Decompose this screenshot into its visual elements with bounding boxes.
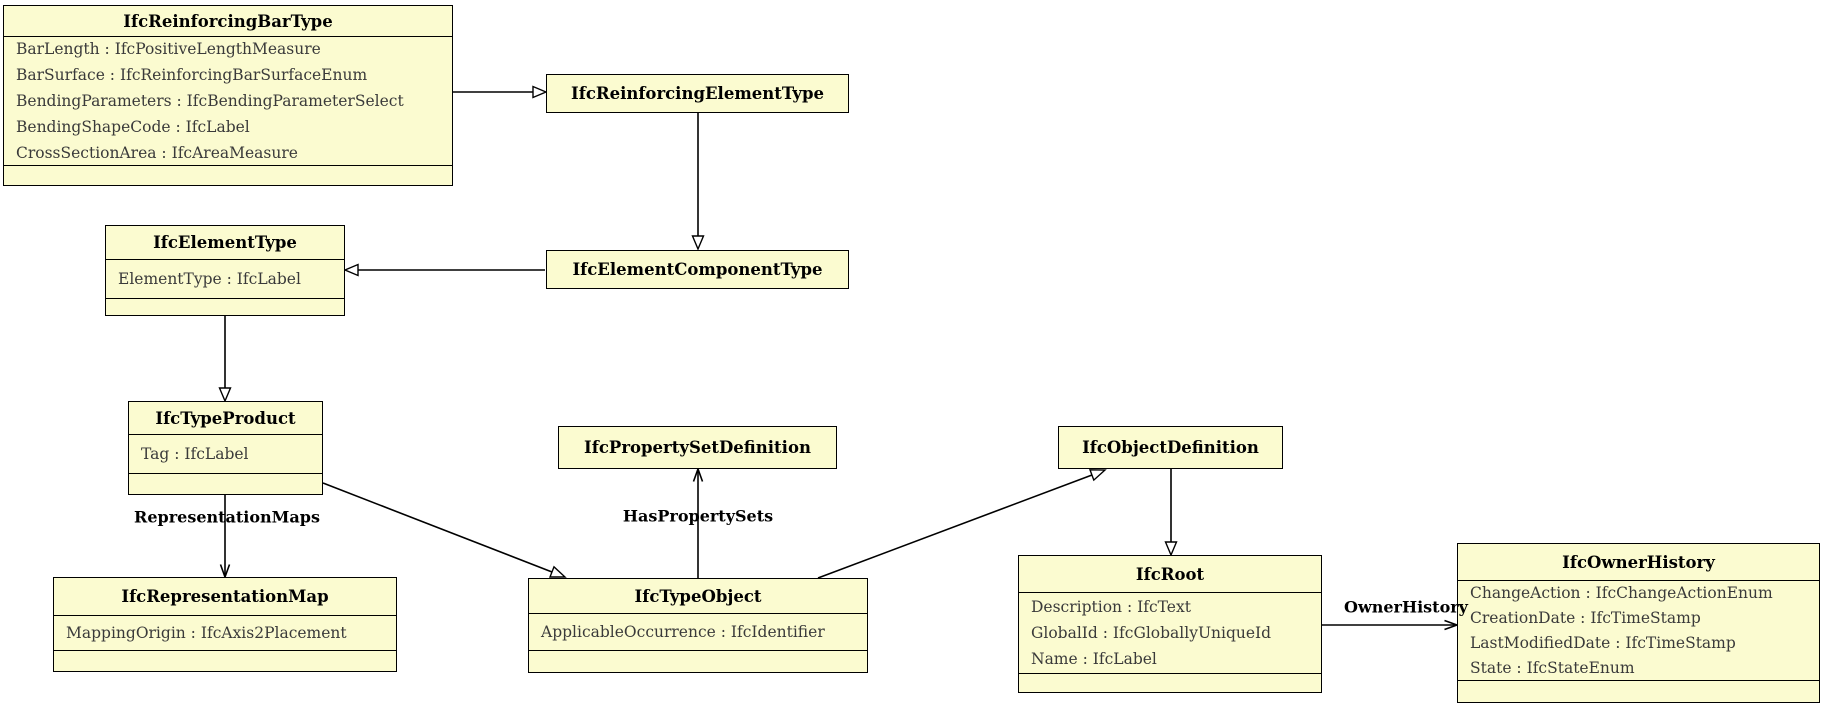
generalization-arrowhead-icon xyxy=(343,263,359,277)
class-title: IfcPropertySetDefinition xyxy=(584,438,811,457)
class-title: IfcElementComponentType xyxy=(572,260,823,279)
class-ifc-reinforcing-bar-type: IfcReinforcingBarType BarLength : IfcPos… xyxy=(3,5,453,186)
class-ifc-owner-history: IfcOwnerHistory ChangeAction : IfcChange… xyxy=(1457,543,1820,703)
generalization-arrowhead-icon xyxy=(691,235,705,251)
class-ifc-type-object: IfcTypeObject ApplicableOccurrence : Ifc… xyxy=(528,578,868,673)
class-title: IfcReinforcingBarType xyxy=(123,11,333,31)
class-attribute: BendingShapeCode : IfcLabel xyxy=(16,118,250,136)
class-title: IfcOwnerHistory xyxy=(1562,552,1715,572)
class-attribute: ElementType : IfcLabel xyxy=(118,270,301,288)
class-attribute: State : IfcStateEnum xyxy=(1470,658,1635,677)
class-ifc-property-set-definition: IfcPropertySetDefinition xyxy=(558,426,837,469)
association-arrowhead-icon xyxy=(692,466,704,482)
class-attributes: ElementType : IfcLabel xyxy=(106,259,344,298)
class-attributes: ApplicableOccurrence : IfcIdentifier xyxy=(529,613,867,650)
edge-typeobject-to-objectdefinition xyxy=(817,474,1093,579)
class-attribute: BarSurface : IfcReinforcingBarSurfaceEnu… xyxy=(16,66,368,84)
class-title: IfcTypeProduct xyxy=(155,408,296,428)
class-attribute: Tag : IfcLabel xyxy=(141,445,249,463)
class-attribute: ChangeAction : IfcChangeActionEnum xyxy=(1470,583,1773,602)
class-title: IfcRoot xyxy=(1135,564,1205,584)
class-ifc-type-product: IfcTypeProduct Tag : IfcLabel xyxy=(128,401,323,495)
edge-typeproduct-to-typeobject xyxy=(322,482,553,573)
generalization-arrowhead-icon xyxy=(1088,469,1107,482)
class-attribute: LastModifiedDate : IfcTimeStamp xyxy=(1470,633,1736,652)
class-ifc-object-definition: IfcObjectDefinition xyxy=(1058,426,1283,469)
class-empty-compartment xyxy=(1019,673,1321,692)
class-attributes: Tag : IfcLabel xyxy=(129,434,322,473)
class-ifc-representation-map: IfcRepresentationMap MappingOrigin : Ifc… xyxy=(53,577,397,672)
class-attribute: Description : IfcText xyxy=(1031,598,1191,616)
class-attributes: BarLength : IfcPositiveLengthMeasure Bar… xyxy=(4,36,452,165)
class-title: IfcElementType xyxy=(153,233,297,252)
class-empty-compartment xyxy=(106,298,344,315)
class-empty-compartment xyxy=(1458,680,1819,702)
class-title: IfcTypeObject xyxy=(634,586,762,606)
class-attribute: Name : IfcLabel xyxy=(1031,650,1157,668)
class-attributes: MappingOrigin : IfcAxis2Placement xyxy=(54,615,396,650)
class-attribute: CreationDate : IfcTimeStamp xyxy=(1470,608,1701,627)
generalization-arrowhead-icon xyxy=(548,565,567,578)
class-empty-compartment xyxy=(4,165,452,185)
class-attribute: GlobalId : IfcGloballyUniqueId xyxy=(1031,624,1272,642)
class-attributes: Description : IfcText GlobalId : IfcGlob… xyxy=(1019,592,1321,673)
generalization-arrowhead-icon xyxy=(1164,541,1178,557)
class-empty-compartment xyxy=(129,473,322,494)
class-attribute: BendingParameters : IfcBendingParameterS… xyxy=(16,92,404,110)
class-attribute: ApplicableOccurrence : IfcIdentifier xyxy=(541,623,825,641)
class-attributes: ChangeAction : IfcChangeActionEnum Creat… xyxy=(1458,580,1819,680)
class-empty-compartment xyxy=(529,650,867,672)
class-title: IfcRepresentationMap xyxy=(121,587,329,606)
generalization-arrowhead-icon xyxy=(532,85,548,99)
class-title: IfcObjectDefinition xyxy=(1082,438,1259,457)
generalization-arrowhead-icon xyxy=(218,387,232,403)
class-title: IfcReinforcingElementType xyxy=(571,84,824,103)
class-attribute: MappingOrigin : IfcAxis2Placement xyxy=(66,624,347,642)
class-attribute: CrossSectionArea : IfcAreaMeasure xyxy=(16,144,298,162)
class-ifc-root: IfcRoot Description : IfcText GlobalId :… xyxy=(1018,555,1322,693)
class-empty-compartment xyxy=(54,650,396,671)
class-ifc-element-type: IfcElementType ElementType : IfcLabel xyxy=(105,225,345,316)
class-ifc-reinforcing-element-type: IfcReinforcingElementType xyxy=(546,74,849,113)
edge-label-owner-history: OwnerHistory xyxy=(1344,597,1468,617)
class-ifc-element-component-type: IfcElementComponentType xyxy=(546,250,849,289)
edge-label-has-property-sets: HasPropertySets xyxy=(622,506,774,526)
edge-label-representation-maps: RepresentationMaps xyxy=(134,507,320,527)
class-attribute: BarLength : IfcPositiveLengthMeasure xyxy=(16,40,321,58)
